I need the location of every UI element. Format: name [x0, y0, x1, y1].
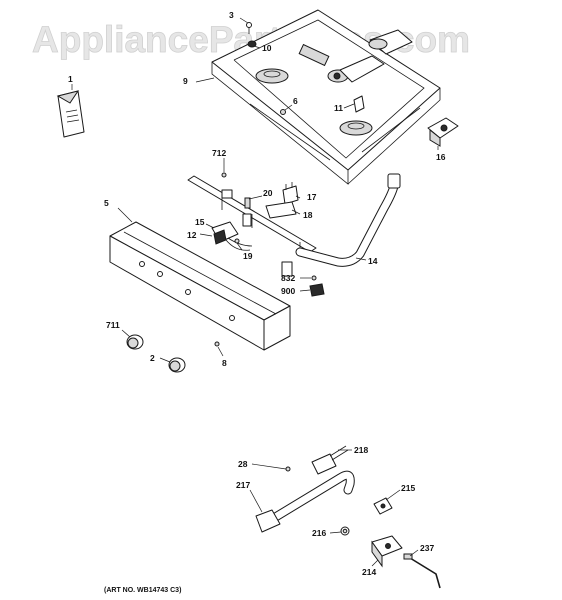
callout-1: 1 [68, 74, 73, 84]
callout-20: 20 [263, 188, 273, 198]
callout-9: 9 [183, 76, 188, 86]
callouts: 1 3 10 9 6 11 16 712 20 17 18 5 15 12 19… [68, 10, 446, 577]
callout-19: 19 [243, 251, 253, 261]
callout-900: 900 [281, 286, 295, 296]
part-fitting-218[interactable] [311, 445, 349, 475]
part-manifold-bar[interactable] [187, 175, 317, 277]
callout-10: 10 [262, 43, 272, 53]
callout-216: 216 [312, 528, 326, 538]
part-bracket-215[interactable] [373, 497, 393, 515]
part-literature[interactable] [56, 90, 85, 138]
part-burner-valve[interactable] [211, 221, 253, 251]
part-gas-tube[interactable] [295, 173, 401, 267]
callout-28: 28 [238, 459, 248, 469]
part-clamp-900[interactable] [309, 283, 325, 297]
art-number: (ART NO. WB14743 C3) [104, 587, 181, 594]
leader-lines [71, 17, 439, 567]
callout-711: 711 [106, 320, 120, 330]
part-pilot-tube[interactable] [403, 553, 441, 589]
callout-8: 8 [222, 358, 227, 368]
callout-5: 5 [104, 198, 109, 208]
part-screw-28[interactable] [285, 466, 291, 472]
part-clip[interactable] [247, 40, 257, 48]
callout-14: 14 [368, 256, 378, 266]
callout-12: 12 [187, 230, 197, 240]
callout-215: 215 [401, 483, 415, 493]
part-top-burner-valve[interactable] [327, 29, 413, 83]
part-switch-bracket[interactable] [265, 201, 297, 219]
callout-11: 11 [334, 103, 343, 113]
callout-237: 237 [420, 543, 434, 553]
part-screw-8[interactable] [214, 341, 220, 347]
part-orifice-20[interactable] [244, 197, 251, 209]
callout-832: 832 [281, 273, 295, 283]
part-nut-216[interactable] [340, 526, 350, 536]
part-knob-2[interactable] [168, 357, 186, 373]
part-bracket-11[interactable] [353, 95, 365, 113]
callout-712: 712 [212, 148, 226, 158]
callout-15: 15 [195, 217, 205, 227]
callout-17: 17 [307, 192, 317, 202]
callout-214: 214 [362, 567, 376, 577]
part-oven-gas-tube[interactable] [255, 470, 355, 533]
callout-2: 2 [150, 353, 155, 363]
part-control-panel[interactable] [109, 221, 291, 351]
callout-16: 16 [436, 152, 446, 162]
callout-217: 217 [236, 480, 250, 490]
callout-6: 6 [293, 96, 298, 106]
part-burner-box[interactable] [211, 9, 441, 185]
part-screw-top[interactable] [246, 22, 252, 35]
callout-218: 218 [354, 445, 368, 455]
callout-3: 3 [229, 10, 234, 20]
callout-18: 18 [303, 210, 313, 220]
part-knob-711[interactable] [126, 334, 144, 350]
part-screw-6[interactable] [280, 109, 286, 115]
part-ignitor-switch[interactable] [282, 182, 299, 205]
part-oven-regulator[interactable] [371, 535, 403, 568]
part-regulator[interactable] [427, 117, 459, 147]
part-screw-712[interactable] [221, 172, 227, 178]
part-screw-832[interactable] [311, 275, 317, 281]
